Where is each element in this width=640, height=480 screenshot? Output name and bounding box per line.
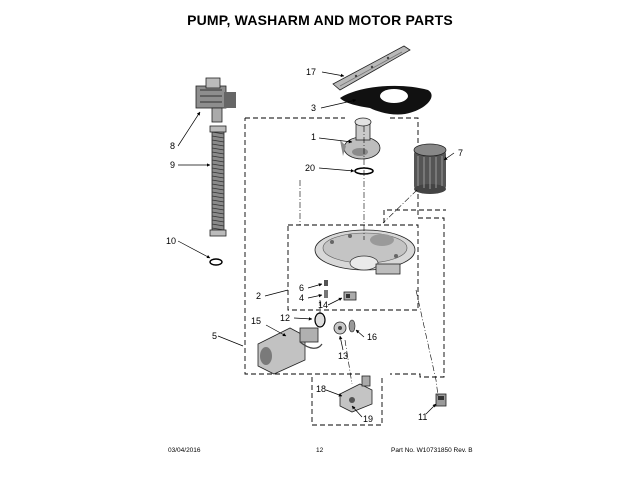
- part-2-sump-basin: [314, 229, 416, 275]
- callout-6: 6: [299, 283, 304, 293]
- assembly-outline-main: [244, 117, 446, 426]
- callout-20: 20: [305, 163, 315, 173]
- callout-11: 11: [418, 412, 427, 422]
- part-11-connector: [435, 393, 447, 407]
- callout-14: 14: [318, 300, 328, 310]
- part-7-filter-assembly: [413, 143, 447, 194]
- part-17-upper-spray-arm: [332, 45, 411, 91]
- callout-2: 2: [256, 291, 261, 301]
- callout-leaders: [177, 71, 455, 418]
- callout-7: 7: [458, 148, 463, 158]
- part-14-sensor: [343, 291, 357, 301]
- callout-18: 18: [316, 384, 326, 394]
- callout-8: 8: [170, 141, 175, 151]
- part-13-impeller: [333, 321, 347, 335]
- callout-12: 12: [280, 313, 290, 323]
- footer-page-number: 12: [316, 447, 324, 454]
- callout-13: 13: [338, 351, 348, 361]
- callout-1: 1: [311, 132, 316, 142]
- callout-4: 4: [299, 293, 304, 303]
- page-title: PUMP, WASHARM AND MOTOR PARTS: [187, 12, 453, 28]
- callout-3: 3: [311, 103, 316, 113]
- part-16-seal: [348, 319, 356, 333]
- part-10-hose-clamp: [209, 258, 223, 266]
- callout-9: 9: [170, 160, 175, 170]
- part-8-vent-assembly: [195, 77, 236, 123]
- part-15-motor: [257, 327, 323, 375]
- footer-part-number: Part No. W10731850 Rev. B: [391, 447, 473, 454]
- part-18-drain-pump: [339, 375, 373, 413]
- callout-19: 19: [363, 414, 373, 424]
- callout-17: 17: [306, 67, 316, 77]
- part-12-seal: [314, 312, 326, 328]
- part-1-pump-head: [340, 117, 381, 160]
- part-4-bracket: [324, 290, 328, 298]
- part-3-spray-arm-plate: [340, 85, 432, 115]
- callout-10: 10: [166, 236, 176, 246]
- callout-5: 5: [212, 331, 217, 341]
- callout-labels: 17 3 1 20 7 8 9 10 2 6 4 14 5 15 12 13 1…: [166, 67, 463, 424]
- callout-16: 16: [367, 332, 377, 342]
- part-9-drain-hose: [209, 125, 227, 237]
- part-6-screw: [324, 280, 328, 286]
- footer-date: 03/04/2016: [168, 447, 201, 454]
- callout-15: 15: [251, 316, 261, 326]
